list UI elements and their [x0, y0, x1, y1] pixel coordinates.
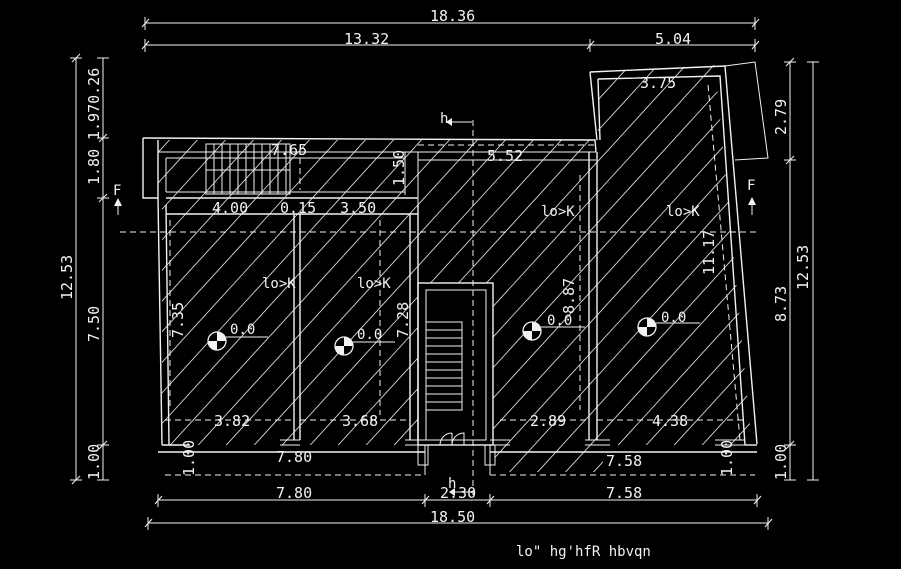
dim-right-overall: 12.53: [794, 245, 812, 290]
level-value-1: 0.0: [230, 322, 255, 338]
dim-bottom-left: 7.80: [276, 484, 312, 502]
hatch-line: [158, 65, 495, 472]
level-value-3: 0.0: [547, 313, 572, 329]
room-label-2: lo>K: [357, 276, 391, 292]
hatch-line: [595, 65, 752, 472]
dim-top-right-room: 5.52: [487, 147, 523, 165]
hatch-pattern: [158, 30, 901, 500]
hatch-line: [427, 65, 752, 472]
hatch-line: [651, 65, 752, 472]
dim-wall-gap: 0.15: [280, 199, 316, 217]
hatch-line: [483, 65, 752, 472]
dim-room1-height: 7.35: [169, 302, 187, 338]
hatch-line: [876, 30, 901, 500]
hatch-line: [158, 65, 215, 472]
dim-room4-height: 11.17: [700, 230, 718, 275]
dim-room1-width: 4.00: [212, 199, 248, 217]
dim-left-seg2: 1.80: [85, 149, 103, 185]
dim-top-right: 5.04: [655, 30, 691, 48]
dim-bottom-overall: 18.50: [430, 508, 475, 526]
hatch-line: [259, 65, 691, 472]
left-dimensions: 12.53 1.970.26 1.80 7.50 1.00: [58, 53, 109, 485]
hatch-line: [287, 65, 719, 472]
hatch-line: [820, 30, 901, 500]
bottom-dimensions: 7.80 2.30 7.58 18.50: [144, 484, 773, 530]
hatch-line: [158, 65, 243, 472]
dim-left-overall: 12.53: [58, 255, 76, 300]
hatch-line: [343, 65, 752, 472]
section-mark-top: h: [440, 111, 448, 127]
right-dimensions: 2.79 8.73 1.00 12.53: [772, 57, 819, 481]
dim-room2-height: 7.28: [394, 302, 412, 338]
dim-room3-bottom: 2.89: [530, 412, 566, 430]
hatch-line: [158, 65, 159, 472]
dim-room1-bottom: 3.82: [214, 412, 250, 430]
section-mark-right: F: [747, 178, 755, 194]
dim-room3-height: 8.87: [560, 278, 578, 314]
outer-walls: [142, 61, 769, 453]
hatch-line: [735, 65, 752, 472]
dim-bottom-right: 7.58: [606, 484, 642, 502]
dim-top-overall: 18.36: [430, 7, 475, 25]
dim-right-seg3: 1.00: [772, 444, 790, 480]
hatch-line: [158, 65, 355, 472]
upper-stair-strip: [158, 143, 596, 205]
hatch-line: [158, 65, 299, 472]
hatch-line: [399, 65, 752, 472]
level-value-4: 0.0: [661, 310, 686, 326]
dim-stair-height: 1.50: [390, 150, 408, 186]
dim-left-pier: 1.00: [180, 440, 198, 476]
section-mark-bottom: h: [448, 476, 456, 492]
hatch-line: [158, 65, 523, 472]
dim-room2-bottom: 3.68: [342, 412, 378, 430]
dim-left-seg3: 7.50: [85, 306, 103, 342]
hatch-line: [539, 65, 752, 472]
section-mark-left: F: [113, 183, 121, 199]
dim-room4-bottom: 4.38: [652, 412, 688, 430]
room-label-4: lo>K: [666, 204, 700, 220]
hatch-line: [203, 65, 635, 472]
section-lines: [120, 84, 760, 495]
level-markers: 0.0 0.0 0.0 0.0: [207, 310, 700, 356]
dim-right-block: 7.58: [606, 452, 642, 470]
hatch-line: [455, 65, 752, 472]
central-stair: [417, 282, 496, 475]
dim-bottom-middle: 2.30: [440, 484, 476, 502]
hatch-line: [158, 65, 327, 472]
hatch-line: [623, 65, 752, 472]
hatch-line: [848, 30, 901, 500]
dim-right-pier: 1.00: [718, 440, 736, 476]
dim-left-seg4: 1.00: [85, 444, 103, 480]
level-value-2: 0.0: [357, 327, 382, 343]
drawing-title: lo" hg'hfR hbvqn: [516, 544, 651, 560]
hatch-line: [567, 65, 752, 472]
dim-room2-width: 3.50: [340, 199, 376, 217]
level-marker-icon: [522, 321, 585, 341]
dim-right-seg2: 8.73: [772, 286, 790, 322]
inner-dimensions: 7.65 1.50 5.52 3.75 4.00 0.15 3.50 7.35 …: [169, 74, 736, 476]
dim-stair-top: 7.65: [271, 141, 307, 159]
dim-left-block: 7.80: [276, 448, 312, 466]
top-dimensions: 18.36 13.32 5.04: [141, 7, 760, 52]
hatch-line: [315, 65, 747, 472]
hatch-line: [511, 65, 752, 472]
hatch-line: [371, 65, 752, 472]
room-labels: lo>K lo>K lo>K lo>K: [262, 204, 700, 292]
level-marker-icon: [334, 336, 395, 356]
room-label-1: lo>K: [262, 276, 296, 292]
room-label-3: lo>K: [541, 204, 575, 220]
dim-right-seg1: 2.79: [772, 99, 790, 135]
level-marker-icon: [207, 331, 268, 351]
dim-left-seg1: 1.970.26: [85, 68, 103, 140]
dim-tower-width: 3.75: [640, 74, 676, 92]
level-marker-icon: [637, 317, 700, 337]
section-markers: F F h h: [113, 111, 756, 496]
dim-top-left: 13.32: [344, 30, 389, 48]
